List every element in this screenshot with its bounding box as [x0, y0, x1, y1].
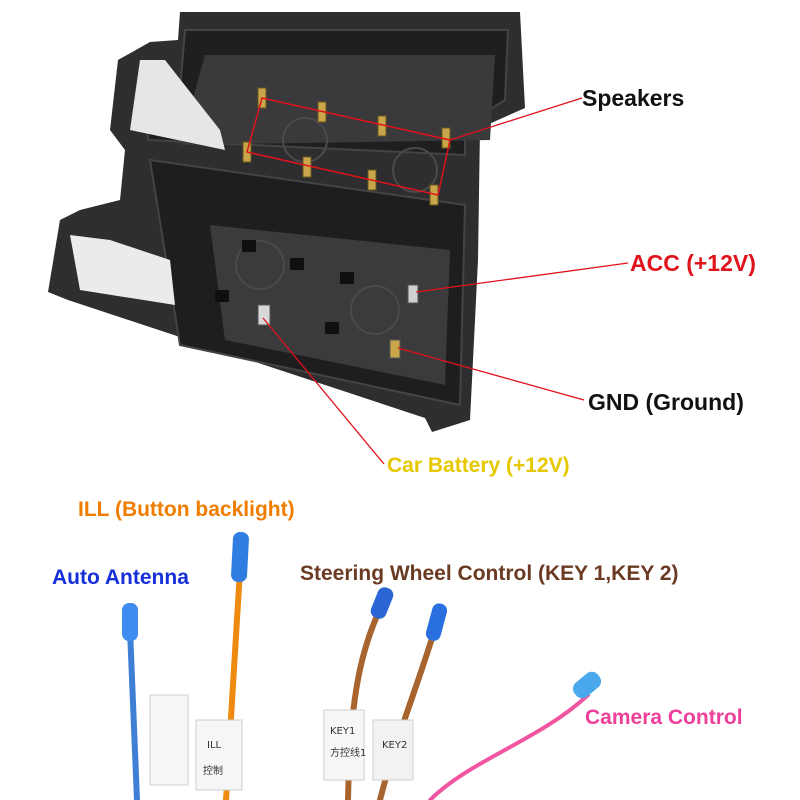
acc-label: ACC (+12V) — [630, 250, 756, 276]
battery-leader — [262, 317, 385, 465]
speakers-label: Speakers — [582, 85, 685, 111]
key2-tag — [372, 719, 414, 781]
camera-control-label: Camera Control — [585, 706, 743, 729]
speaker-outline — [246, 97, 451, 196]
pin — [302, 156, 312, 178]
mold-mark-2 — [392, 147, 438, 193]
key2-cap — [425, 603, 448, 641]
iso-connector — [48, 12, 525, 432]
slot — [290, 258, 304, 270]
antenna-wire — [127, 627, 140, 800]
camera-wire — [428, 693, 590, 800]
pin — [257, 304, 271, 326]
car-battery-label: Car Battery (+12V) — [387, 454, 570, 477]
key1-tag-cn-text: 方控线1 — [330, 748, 367, 759]
key2-tag-text: KEY2 — [382, 740, 408, 751]
ill-label: ILL (Button backlight) — [78, 498, 295, 521]
slot — [215, 290, 229, 302]
pin — [389, 339, 401, 359]
power-pins — [257, 284, 419, 359]
mold-mark-3 — [235, 240, 285, 290]
wire-tags — [149, 694, 414, 791]
antenna-tag — [149, 694, 189, 786]
gnd-leader — [397, 347, 585, 401]
key1-tag — [323, 709, 365, 781]
antenna-cap — [122, 603, 138, 641]
gnd-label: GND (Ground) — [588, 389, 744, 415]
upper-recess — [180, 55, 495, 145]
leader-lines — [262, 97, 629, 465]
steering-wheel-control-label: Steering Wheel Control (KEY 1,KEY 2) — [300, 562, 679, 585]
left-key-lower — [70, 235, 175, 305]
ill-tag-text: ILL — [207, 740, 222, 751]
key1-cap — [370, 587, 394, 619]
acc-leader — [415, 262, 629, 293]
camera-cap — [572, 671, 602, 699]
ill-cap — [231, 531, 249, 583]
mold-mark-4 — [350, 285, 400, 335]
pin — [407, 284, 419, 304]
ill-tag-cn-text: 控制 — [203, 766, 223, 777]
ill-tag — [195, 719, 243, 791]
speakers-leader — [449, 97, 583, 141]
slot — [242, 240, 256, 252]
slot — [340, 272, 354, 284]
key1-tag-text: KEY1 — [330, 726, 356, 737]
wire-caps — [122, 531, 602, 699]
left-key-upper — [130, 60, 225, 150]
empty-slots — [215, 240, 354, 334]
auto-antenna-label: Auto Antenna — [52, 566, 189, 589]
slot — [325, 322, 339, 334]
